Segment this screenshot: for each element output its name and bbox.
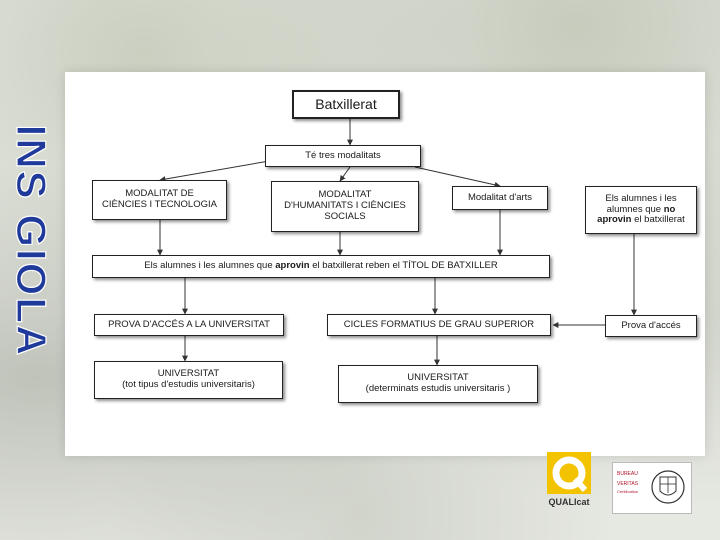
box-modalitats: Té tres modalitats bbox=[265, 145, 421, 167]
box-universitat-tots: UNIVERSITAT (tot tipus d'estudis univers… bbox=[94, 361, 283, 399]
box-titol-batxiller: Els alumnes i les alumnes que aprovin el… bbox=[92, 255, 550, 278]
arrow-to-mod-arts bbox=[415, 167, 500, 186]
univ2-line2: (determinats estudis universitaris ) bbox=[366, 384, 511, 395]
box-modalitat-ciencies: MODALITAT DE CIÈNCIES I TECNOLOGIA bbox=[92, 180, 227, 220]
mod-arts-label: Modalitat d'arts bbox=[468, 193, 532, 204]
title-aprovin: aprovin bbox=[275, 261, 309, 272]
diagram-panel: Batxillerat Té tres modalitats MODALITAT… bbox=[65, 72, 705, 456]
fail-line3: aprovin el batxillerat bbox=[597, 215, 685, 226]
box-prova-universitat: PROVA D'ACCÉS A LA UNIVERSITAT bbox=[94, 314, 284, 336]
box-modalitats-label: Té tres modalitats bbox=[305, 151, 381, 162]
cicles-label: CICLES FORMATIUS DE GRAU SUPERIOR bbox=[344, 320, 534, 331]
prova-acces-label: Prova d'accés bbox=[621, 321, 680, 332]
side-title-text: INS GIOLA bbox=[8, 125, 55, 358]
bureau-veritas-logo: BUREAU VERITAS Certification bbox=[612, 462, 692, 514]
fail-no: no bbox=[664, 204, 676, 215]
box-prova-acces: Prova d'accés bbox=[605, 315, 697, 337]
prova-univ-label: PROVA D'ACCÉS A LA UNIVERSITAT bbox=[108, 320, 270, 331]
bv-line2: VERITAS bbox=[617, 481, 639, 487]
title-pre: Els alumnes i les alumnes que bbox=[144, 261, 272, 272]
bv-line1: BUREAU bbox=[617, 471, 638, 477]
box-no-aproven: Els alumnes i les alumnes que no aprovin… bbox=[585, 186, 697, 234]
box-universitat-determinats: UNIVERSITAT (determinats estudis univers… bbox=[338, 365, 538, 403]
box-cicles-formatius: CICLES FORMATIUS DE GRAU SUPERIOR bbox=[327, 314, 551, 336]
fail-aprovin: aprovin bbox=[597, 214, 631, 225]
arrow-to-mod-hum bbox=[340, 167, 350, 181]
fail-post: el batxillerat bbox=[634, 214, 685, 225]
arrow-to-mod-sci bbox=[160, 160, 275, 180]
box-batxillerat: Batxillerat bbox=[292, 90, 400, 119]
bv-line3: Certification bbox=[617, 489, 638, 494]
qualicat-logo: QUALIcat bbox=[545, 450, 595, 510]
mod-hum-line3: SOCIALS bbox=[324, 212, 365, 223]
box-modalitat-humanitats: MODALITAT D'HUMANITATS I CIÈNCIES SOCIAL… bbox=[271, 181, 419, 232]
title-post: el batxillerat reben el TÍTOL DE BATXILL… bbox=[312, 261, 498, 272]
fail-mid: alumnes que bbox=[607, 204, 661, 215]
box-modalitat-arts: Modalitat d'arts bbox=[452, 186, 548, 210]
mod-sci-line2: CIÈNCIES I TECNOLOGIA bbox=[102, 200, 217, 211]
box-batxillerat-label: Batxillerat bbox=[315, 96, 376, 112]
bureau-veritas-mark: BUREAU VERITAS Certification bbox=[613, 463, 691, 513]
univ1-line2: (tot tipus d'estudis universitaris) bbox=[122, 380, 255, 391]
qualicat-text: QUALIcat bbox=[548, 497, 589, 507]
